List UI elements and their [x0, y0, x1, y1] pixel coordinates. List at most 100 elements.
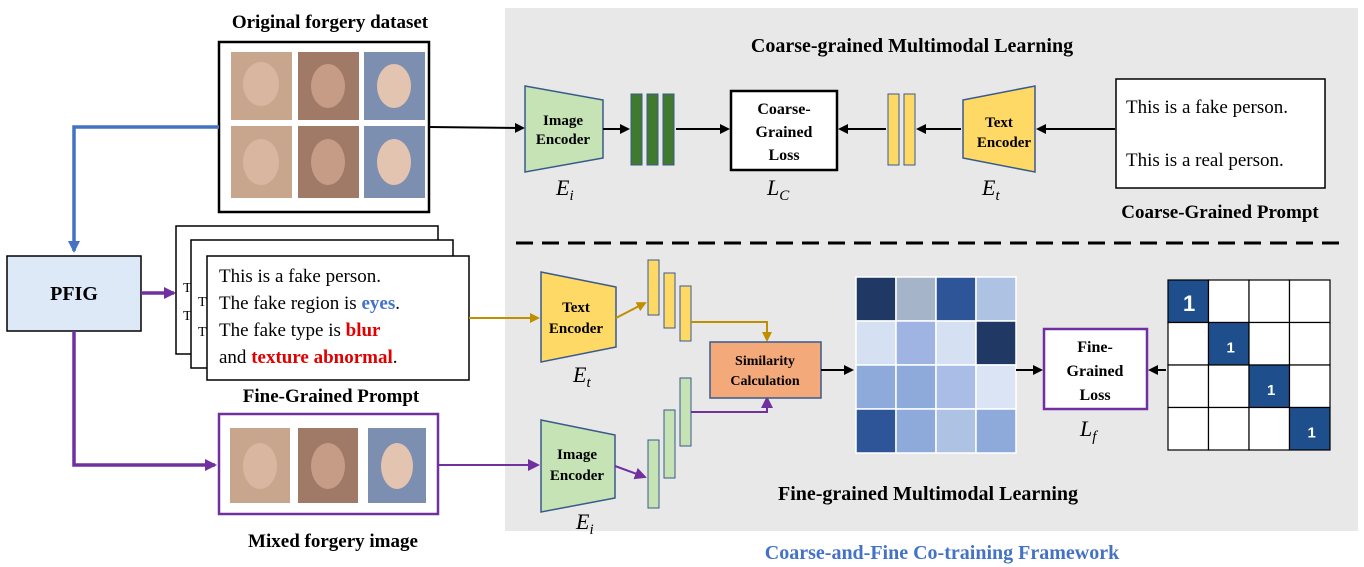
coarse-prompt-line-2: This is a real person.	[1126, 150, 1284, 171]
identity-cell	[1288, 406, 1331, 451]
fine-loss-symbol: Lf	[1079, 416, 1098, 445]
coarse-loss-label-2: Grained	[756, 124, 813, 141]
identity-cell	[1167, 279, 1210, 324]
similarity-cell	[855, 364, 897, 410]
fine-prompt-caption: Fine-Grained Prompt	[243, 386, 420, 407]
similarity-cell	[855, 276, 897, 322]
similarity-cell	[855, 408, 897, 454]
identity-label: 1	[1267, 382, 1275, 399]
similarity-cell	[895, 408, 937, 454]
similarity-matrix	[855, 276, 1017, 454]
pfig-box	[6, 255, 142, 332]
original-dataset-images	[217, 40, 431, 214]
coarse-text-features	[887, 93, 916, 166]
similarity-cell	[935, 364, 977, 410]
similarity-cell	[855, 320, 897, 366]
identity-cell	[1207, 364, 1250, 409]
similarity-cell	[975, 364, 1017, 410]
arrow-pfig-to-mixed-image	[72, 331, 217, 471]
identity-cell	[1207, 279, 1250, 324]
fine-text-features	[647, 259, 692, 342]
coarse-prompt-caption: Coarse-Grained Prompt	[1121, 202, 1319, 223]
similarity-cell	[895, 276, 937, 322]
identity-cell	[1167, 406, 1210, 451]
arrow-dataset-to-pfig	[68, 125, 219, 253]
identity-cell	[1248, 279, 1291, 324]
identity-label: 1	[1227, 340, 1235, 357]
fine-text-encoder-symbol: Et	[572, 362, 591, 391]
identity-cell	[1288, 321, 1331, 366]
fine-prompt-line-4: and texture abnormal.	[219, 347, 398, 368]
identity-label: 1	[1308, 425, 1316, 442]
original-dataset-title: Original forgery dataset	[232, 12, 429, 33]
svg-text:T: T	[198, 295, 207, 310]
fine-image-encoder-label-2: Encoder	[550, 468, 605, 484]
pfig-label: PFIG	[50, 283, 98, 305]
fine-type-keyword-2: texture abnormal	[251, 347, 393, 368]
coarse-grained-loss	[729, 89, 839, 172]
similarity-cell	[895, 364, 937, 410]
coarse-loss-symbol: LC	[766, 175, 790, 204]
fine-loss-label-1: Fine-	[1077, 339, 1113, 356]
coarse-image-features	[630, 93, 675, 166]
fine-image-encoder-symbol: Ei	[575, 509, 594, 538]
identity-cell	[1248, 364, 1291, 409]
svg-text:T: T	[183, 281, 192, 296]
identity-cell	[1167, 364, 1210, 409]
similarity-cell	[975, 408, 1017, 454]
arrow-dataset-to-image-encoder	[428, 122, 525, 133]
coarse-loss-label-1: Coarse-	[757, 101, 810, 118]
identity-cell	[1288, 364, 1331, 409]
coarse-text-encoder	[962, 85, 1036, 173]
similarity-label-1: Similarity	[735, 354, 795, 369]
framework-title: Coarse-and-Fine Co-training Framework	[765, 542, 1120, 564]
svg-text:T: T	[198, 325, 207, 340]
identity-cell	[1248, 406, 1291, 451]
coarse-prompt-box	[1115, 78, 1326, 189]
similarity-cell	[895, 320, 937, 366]
fine-text-encoder-label-2: Encoder	[549, 321, 604, 337]
arrow-text-features-to-similarity	[691, 321, 772, 342]
fine-text-encoder-label-1: Text	[562, 300, 590, 316]
identity-matrix: 1 1 1 1	[1167, 279, 1331, 451]
similarity-cell	[975, 320, 1017, 366]
coarse-prompt-line-1: This is a fake person.	[1126, 97, 1288, 118]
mixed-forgery-images	[217, 412, 440, 516]
coarse-text-encoder-label-1: Text	[985, 115, 1013, 131]
coarse-image-encoder-label-1: Image	[543, 113, 583, 129]
fine-loss-label-2: Grained	[1067, 363, 1124, 380]
coarse-text-encoder-symbol: Et	[981, 175, 1000, 204]
identity-cell	[1288, 279, 1331, 324]
fine-image-encoder-label-1: Image	[557, 447, 597, 463]
similarity-cell	[935, 276, 977, 322]
fine-prompt-line-1: This is a fake person.	[219, 266, 381, 287]
fine-title: Fine-grained Multimodal Learning	[778, 483, 1078, 505]
fine-prompt-line-3: The fake type is blur	[219, 320, 381, 341]
similarity-cell	[935, 320, 977, 366]
identity-cell	[1207, 406, 1250, 451]
fine-loss-label-3: Loss	[1079, 387, 1110, 404]
coarse-loss-label-3: Loss	[768, 147, 799, 164]
similarity-cell	[975, 276, 1017, 322]
identity-label: 1	[1183, 291, 1195, 316]
similarity-calculation	[709, 341, 822, 399]
fine-grained-loss	[1042, 327, 1149, 411]
similarity-cell	[935, 408, 977, 454]
coarse-image-encoder-label-2: Encoder	[536, 132, 591, 148]
fine-region-keyword: eyes	[361, 293, 395, 314]
fine-type-keyword: blur	[346, 320, 381, 341]
svg-text:T: T	[183, 309, 192, 324]
coarse-text-encoder-label-2: Encoder	[977, 135, 1032, 151]
fine-prompt-stack: T T T T	[175, 225, 470, 381]
mixed-image-caption: Mixed forgery image	[248, 531, 418, 552]
fine-image-encoder	[540, 419, 616, 513]
coarse-title: Coarse-grained Multimodal Learning	[751, 35, 1073, 57]
arrow-image-features-to-similarity	[691, 396, 773, 413]
coarse-image-encoder-symbol: Ei	[555, 175, 574, 204]
fine-text-encoder	[540, 271, 617, 363]
coarse-image-encoder	[524, 85, 604, 173]
fine-prompt-line-2: The fake region is eyes.	[219, 293, 400, 314]
identity-cell	[1248, 321, 1291, 366]
